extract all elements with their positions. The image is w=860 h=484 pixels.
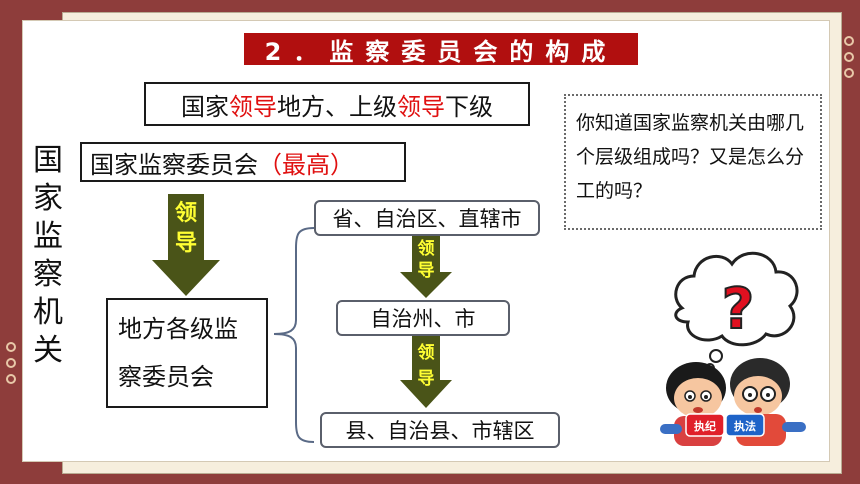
level-label: 县、自治县、市辖区 bbox=[345, 419, 535, 443]
side-label-char: 察 bbox=[33, 257, 63, 292]
side-label-char: 家 bbox=[33, 181, 63, 216]
cartoon-kids-question-illustration: ? 执纪 执法 bbox=[660, 251, 806, 446]
relation-part-highlight: 领导 bbox=[397, 92, 445, 121]
lead-arrow-small-1: 领 导 bbox=[400, 236, 452, 298]
lead-arrow-large: 领 导 bbox=[152, 194, 220, 296]
national-commission-name: 国家监察委员会 bbox=[90, 150, 258, 179]
question-mark-icon: ? bbox=[722, 277, 754, 342]
lead-label-char: 导 bbox=[418, 261, 435, 281]
relation-part: 国家 bbox=[181, 92, 229, 121]
local-commission-box: 地方各级监 察委员会 bbox=[106, 298, 268, 408]
grouping-brace bbox=[273, 227, 315, 443]
puzzle-right-label: 执法 bbox=[734, 419, 756, 433]
side-label-char: 机 bbox=[33, 295, 63, 330]
relation-part: 地方、上级 bbox=[277, 92, 397, 121]
local-commission-line2: 察委员会 bbox=[118, 363, 214, 391]
lead-label-char: 领 bbox=[175, 200, 197, 226]
relation-part: 下级 bbox=[445, 92, 493, 121]
level-label: 省、自治区、直辖市 bbox=[332, 207, 522, 231]
national-commission-box: 国家监察委员会（最高） bbox=[80, 142, 406, 182]
level-box-prefecture: 自治州、市 bbox=[336, 300, 510, 336]
side-label-char: 关 bbox=[33, 333, 63, 368]
puzzle-pieces: 执纪 执法 bbox=[685, 413, 765, 437]
lead-label-char: 领 bbox=[418, 342, 435, 363]
side-label-char: 监 bbox=[33, 219, 63, 254]
kid-right bbox=[730, 358, 806, 446]
level-box-province: 省、自治区、直辖市 bbox=[314, 200, 540, 236]
thought-cloud: ? bbox=[674, 251, 799, 373]
lead-arrow-small-2: 领 导 bbox=[400, 336, 452, 408]
relation-part-highlight: 领导 bbox=[229, 92, 277, 121]
puzzle-left-label: 执纪 bbox=[694, 419, 716, 433]
lead-label-char: 导 bbox=[175, 231, 197, 256]
level-box-county: 县、自治县、市辖区 bbox=[320, 412, 560, 448]
question-box: 你知道国家监察机关由哪几个层级组成吗？又是怎么分工的吗？ bbox=[564, 94, 822, 230]
lead-label-char: 领 bbox=[418, 238, 435, 259]
lead-label-char: 导 bbox=[418, 369, 435, 389]
national-commission-note: （最高） bbox=[258, 150, 354, 179]
local-commission-line1: 地方各级监 bbox=[118, 315, 238, 343]
leadership-relation-box: 国家领导地方、上级领导下级 bbox=[144, 82, 530, 126]
side-label-char: 国 bbox=[33, 143, 63, 178]
slide-title: 2．监察委员会的构成 bbox=[244, 33, 638, 66]
level-label: 自治州、市 bbox=[370, 307, 476, 331]
national-supervision-organ-label: 国 家 监 察 机 关 bbox=[30, 142, 66, 370]
